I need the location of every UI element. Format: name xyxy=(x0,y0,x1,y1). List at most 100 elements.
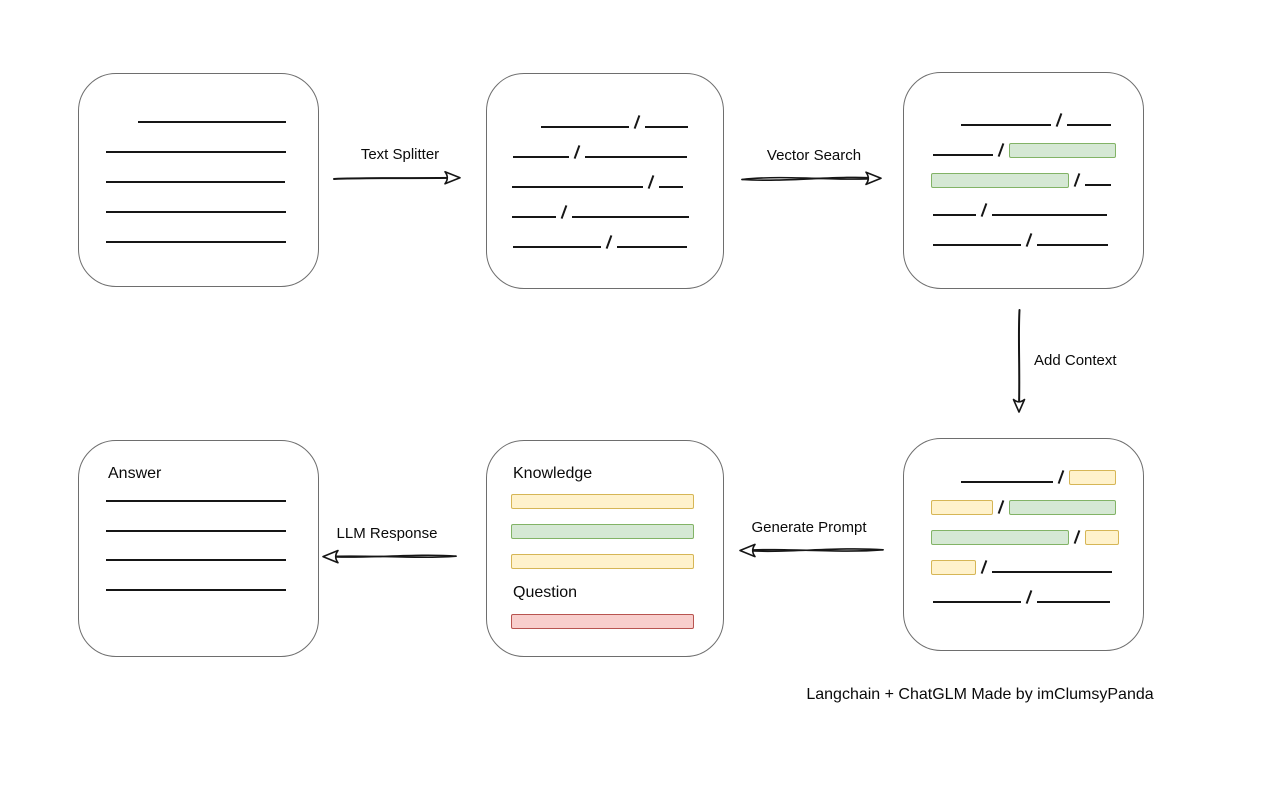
text-line xyxy=(933,214,976,216)
highlight-bar-green xyxy=(1009,500,1116,515)
text-line xyxy=(512,216,556,218)
search-result-lines xyxy=(931,110,1116,260)
slash-separator xyxy=(633,115,641,129)
text-line xyxy=(585,156,687,158)
segment-row xyxy=(933,587,1119,604)
question-label: Question xyxy=(513,584,578,601)
text-line xyxy=(106,559,286,561)
segment-row xyxy=(106,167,286,183)
slash-separator xyxy=(1057,470,1065,484)
split-chunks-box xyxy=(486,73,724,289)
segment-row xyxy=(933,230,1116,247)
source-document-box xyxy=(78,73,319,287)
segment-row xyxy=(933,200,1116,217)
segment-row xyxy=(106,575,286,591)
slash-separator xyxy=(560,205,568,219)
slash-separator xyxy=(1073,530,1081,544)
segment-row xyxy=(931,527,1119,545)
segment-row xyxy=(541,112,689,129)
segment-row xyxy=(513,232,689,249)
arrow-down-icon xyxy=(1012,309,1026,413)
text-line xyxy=(1037,601,1110,603)
answer-label: Answer xyxy=(108,465,162,482)
slash-separator xyxy=(980,560,988,574)
text-line xyxy=(106,529,286,532)
text-line xyxy=(992,571,1112,573)
segment-row xyxy=(512,202,689,219)
text-line xyxy=(617,246,687,248)
segment-row xyxy=(513,142,689,159)
prompt-box: Knowledge Question xyxy=(486,440,724,657)
text-line xyxy=(961,481,1053,483)
highlight-bar-yellow xyxy=(931,500,993,515)
slash-separator xyxy=(647,175,655,189)
segment-row xyxy=(138,107,286,123)
text-line xyxy=(1037,244,1108,246)
generate-prompt-label: Generate Prompt xyxy=(751,519,867,536)
context-lines xyxy=(931,467,1119,617)
vector-search-label: Vector Search xyxy=(766,147,862,164)
slash-separator xyxy=(1055,113,1063,127)
highlight-bar-yellow xyxy=(1069,470,1116,485)
text-line xyxy=(138,121,286,123)
text-line xyxy=(106,181,285,183)
slash-separator xyxy=(980,203,988,217)
knowledge-bars xyxy=(511,491,694,581)
question-bar xyxy=(511,611,694,641)
answer-lines xyxy=(106,486,286,604)
text-line xyxy=(513,156,569,158)
segment-row xyxy=(931,170,1116,188)
segment-row xyxy=(931,497,1119,515)
slash-separator xyxy=(605,235,613,249)
text-line xyxy=(659,186,683,188)
text-line xyxy=(106,588,286,591)
arrow-lens-left-icon xyxy=(739,543,884,558)
highlight-bar-yellow xyxy=(511,554,694,569)
text-line xyxy=(541,126,629,128)
segment-row xyxy=(106,516,286,532)
segment-row xyxy=(511,491,694,509)
segment-row xyxy=(106,486,286,502)
text-line xyxy=(933,154,993,156)
text-line xyxy=(933,244,1021,246)
text-line xyxy=(106,151,286,153)
segment-row xyxy=(106,137,286,153)
segment-row xyxy=(933,140,1116,158)
segment-row xyxy=(106,227,286,243)
text-line xyxy=(513,246,601,248)
text-line xyxy=(106,211,286,213)
answer-box: Answer xyxy=(78,440,319,657)
vector-search-results-box xyxy=(903,72,1144,289)
slash-separator xyxy=(1073,173,1081,187)
text-line xyxy=(961,124,1051,126)
text-line xyxy=(933,601,1021,603)
text-line xyxy=(645,126,688,128)
add-context-label: Add Context xyxy=(1034,352,1117,369)
segment-row xyxy=(106,197,286,213)
highlight-bar-red xyxy=(511,614,694,629)
highlight-bar-yellow xyxy=(931,560,976,575)
arrow-lens-left-icon xyxy=(322,549,457,564)
highlight-bar-green xyxy=(1009,143,1116,158)
llm-response-arrow: LLM Response xyxy=(316,525,458,566)
highlight-bar-green xyxy=(931,530,1069,545)
highlight-bar-yellow xyxy=(1085,530,1119,545)
segment-row xyxy=(961,467,1119,485)
context-box xyxy=(903,438,1144,651)
segment-row xyxy=(511,521,694,539)
text-line xyxy=(1085,184,1111,186)
highlight-bar-yellow xyxy=(511,494,694,509)
text-line xyxy=(992,214,1107,216)
text-splitter-label: Text Splitter xyxy=(360,146,440,163)
document-text-lines xyxy=(106,107,286,257)
llm-response-label: LLM Response xyxy=(336,525,438,542)
text-line xyxy=(106,241,286,243)
chunk-text-lines xyxy=(512,112,689,262)
vector-search-arrow: Vector Search xyxy=(740,147,888,188)
diagram-caption: Langchain + ChatGLM Made by imClumsyPand… xyxy=(806,686,1154,703)
segment-row xyxy=(511,551,694,569)
segment-row xyxy=(512,172,689,189)
arrow-lens-right-icon xyxy=(741,171,882,186)
segment-row xyxy=(511,611,694,629)
